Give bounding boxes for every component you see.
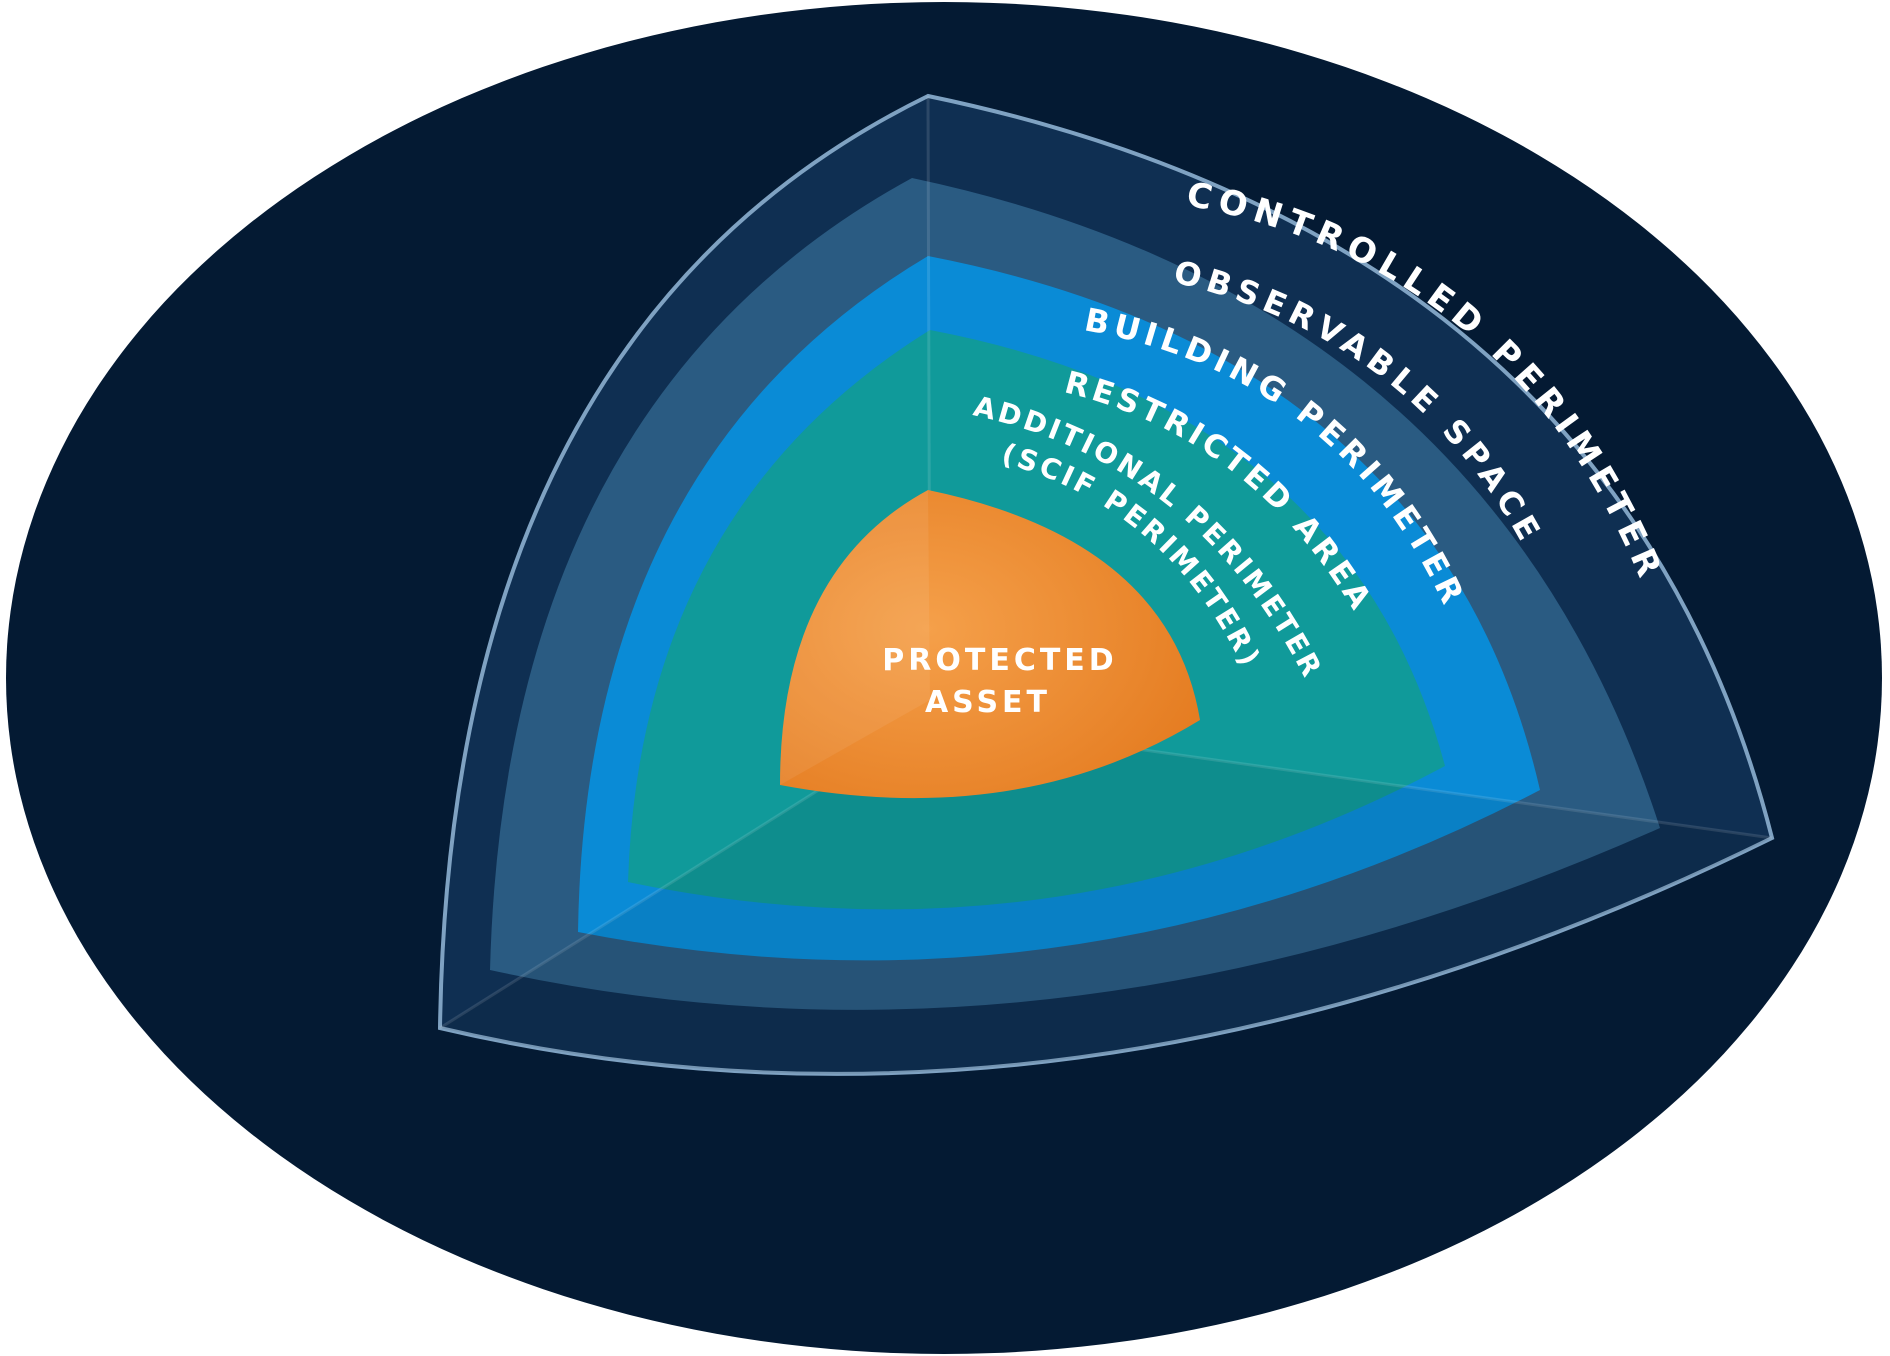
label-protected: PROTECTED xyxy=(882,643,1117,678)
label-asset: ASSET xyxy=(925,685,1051,720)
protected-asset-facet xyxy=(780,490,930,785)
layer-shading-wedge xyxy=(440,720,1772,1074)
protected-asset-shape xyxy=(780,490,1200,799)
